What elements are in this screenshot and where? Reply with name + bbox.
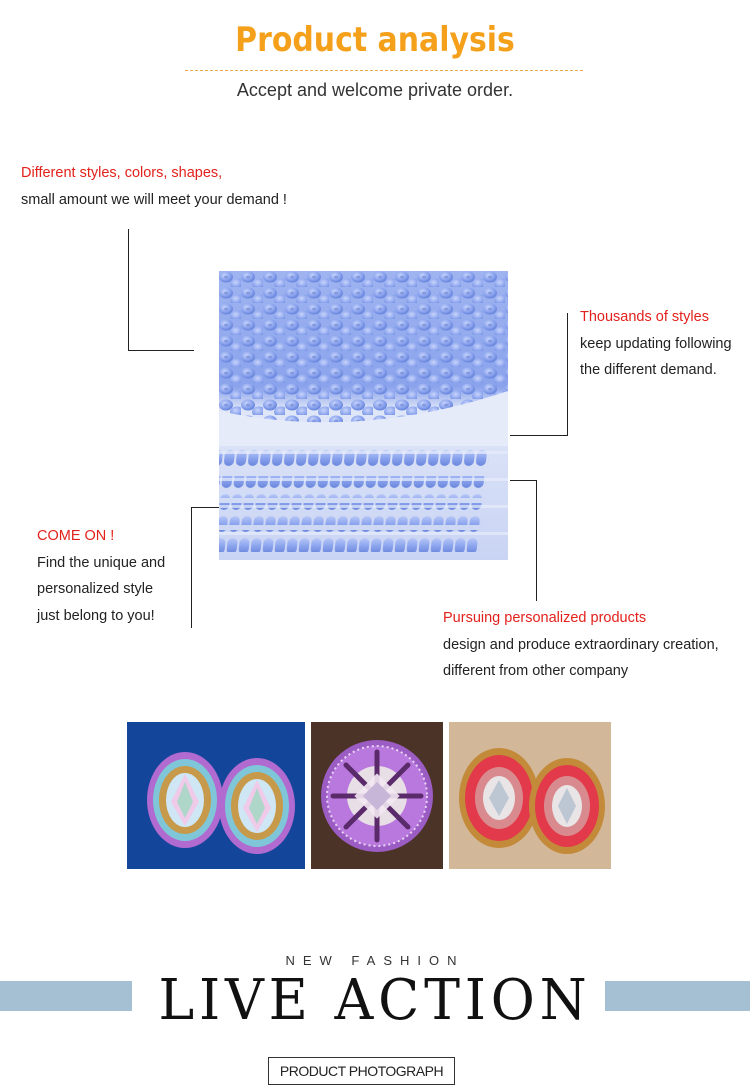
callout-text: personalized style: [37, 581, 154, 597]
thumbnail-earrings-purple: [127, 722, 305, 869]
callout-heading: Different styles, colors, shapes,: [21, 165, 223, 181]
page-subtitle: Accept and welcome private order.: [236, 80, 514, 100]
title-divider: [185, 70, 583, 71]
section-headline: LIVE ACTION: [158, 968, 592, 1033]
callout-text: keep updating following: [580, 335, 732, 352]
seed-beads-photo: [219, 271, 508, 560]
callout-thousands: Thousands of styles keep updating follow…: [580, 304, 732, 384]
callout-text: small amount we will meet your demand !: [21, 191, 287, 208]
callout-heading: Pursuing personalized products: [443, 610, 647, 626]
product-photograph-button[interactable]: PRODUCT PHOTOGRAPH: [268, 1057, 455, 1085]
callout-text: just belong to you!: [37, 607, 155, 624]
callout-come-on: COME ON ! Find the unique and personaliz…: [37, 523, 165, 629]
decorative-band-right: [605, 981, 750, 1011]
callout-text: Find the unique and: [37, 554, 166, 571]
connector-line: [128, 229, 129, 350]
connector-line: [536, 480, 537, 601]
connector-line: [191, 507, 192, 628]
section-kicker: NEW FASHION: [285, 953, 465, 968]
thumbnail-brooch-purple: [311, 722, 443, 869]
connector-line: [510, 480, 536, 481]
page-title: Product analysis: [235, 20, 515, 60]
callout-text: different from other company: [443, 663, 629, 679]
callout-heading: Thousands of styles: [580, 309, 709, 325]
callout-personalized: Pursuing personalized products design an…: [443, 605, 719, 685]
decorative-band-left: [0, 981, 132, 1011]
thumbnail-earrings-red: [449, 722, 611, 869]
callout-text: design and produce extraordinary creatio…: [443, 636, 719, 653]
callout-heading: COME ON !: [37, 528, 115, 544]
connector-line: [510, 435, 568, 436]
callout-text: the different demand.: [580, 362, 717, 378]
connector-line: [567, 313, 568, 435]
callout-styles: Different styles, colors, shapes, small …: [21, 160, 287, 213]
connector-line: [128, 350, 194, 351]
connector-line: [191, 507, 219, 508]
